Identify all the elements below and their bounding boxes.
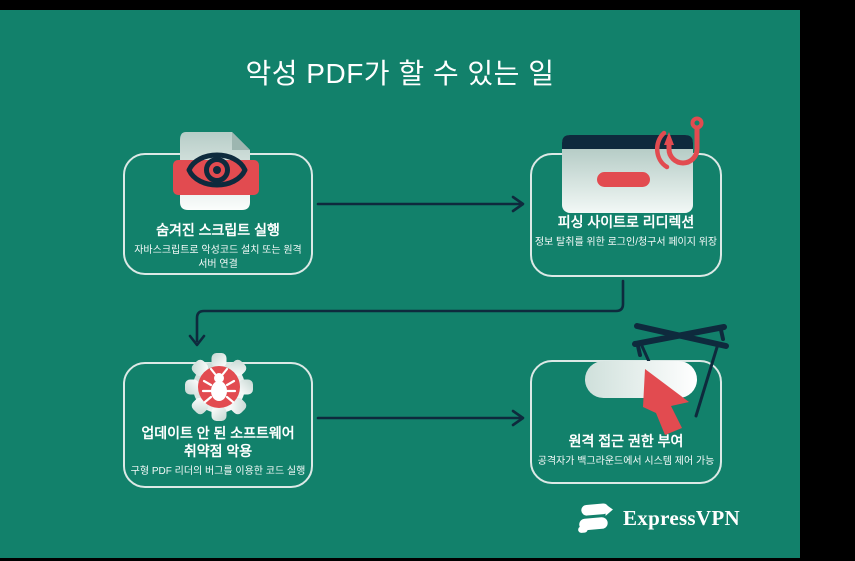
card-hidden-script-subtitle: 자바스크립트로 악성코드 설치 또는 원격 서버 연결 xyxy=(134,245,302,270)
card-outdated-software-title: 업데이트 안 된 소프트웨어 취약점 악용 xyxy=(141,425,295,460)
arrow-step1-head xyxy=(511,195,525,213)
card-remote-access: 원격 접근 권한 부여 공격자가 백그라운드에서 시스템 제어 가능 xyxy=(530,360,722,484)
card-remote-access-subtitle: 공격자가 백그라운드에서 시스템 제어 가능 xyxy=(537,456,715,468)
expressvpn-logo-icon xyxy=(578,503,613,533)
card-remote-access-title: 원격 접근 권한 부여 xyxy=(568,433,684,449)
arrow-step2-to-step3 xyxy=(195,279,625,343)
brand-wordmark: ExpressVPN xyxy=(623,505,740,530)
card-phishing-redirect-title: 피싱 사이트로 리디렉션 xyxy=(557,214,695,230)
card-outdated-software-subtitle: 구형 PDF 리더의 버그를 이용한 코드 실행 xyxy=(130,466,306,478)
brand-footer: ExpressVPN xyxy=(576,500,740,536)
puppet-cursor-toggle-icon xyxy=(585,323,729,435)
gear-bug-icon xyxy=(185,353,253,421)
arrow-step3-head xyxy=(511,409,525,427)
card-hidden-script-title: 숨겨진 스크립트 실행 xyxy=(156,222,280,238)
page-title: 악성 PDF가 할 수 있는 일 xyxy=(245,58,555,89)
browser-phishing-hook-icon xyxy=(562,116,704,213)
pdf-hidden-eye-icon xyxy=(173,132,259,210)
card-phishing-redirect-subtitle: 정보 탈취를 위한 로그인/청구서 페이지 위장 xyxy=(534,237,718,249)
card-outdated-software: 업데이트 안 된 소프트웨어 취약점 악용 구형 PDF 리더의 버그를 이용한… xyxy=(123,362,313,488)
infographic-canvas: 악성 PDF가 할 수 있는 일 숨겨진 스크립트 실행 자바스크립트로 악성코… xyxy=(0,10,800,558)
arrow-step2-head xyxy=(188,334,206,347)
